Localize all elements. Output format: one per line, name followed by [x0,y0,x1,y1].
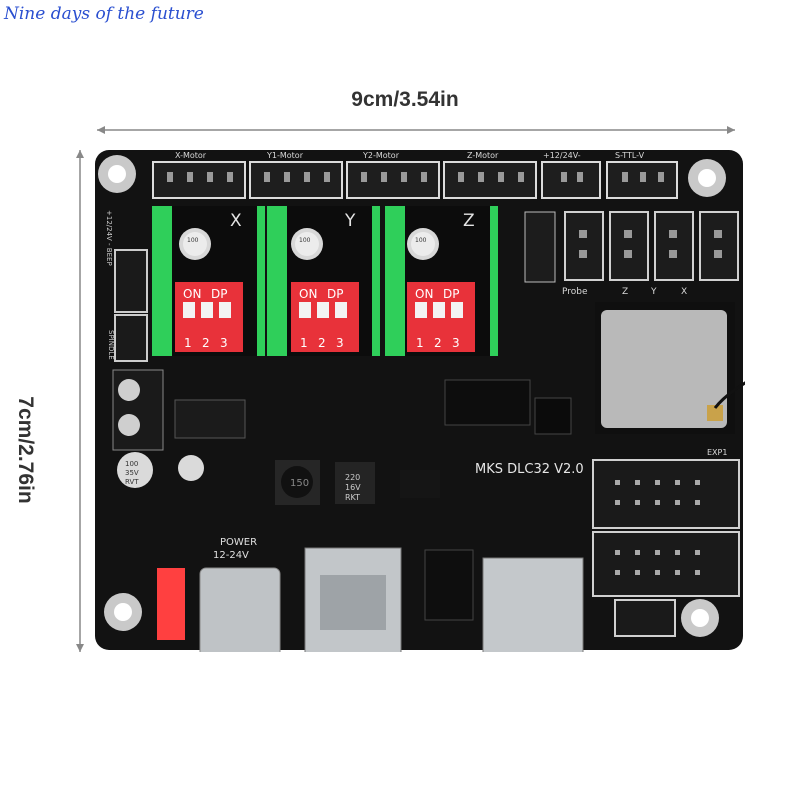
axis-label-x: X [230,211,242,231]
big-cap-text: 100 [125,460,138,468]
dip-dp-z: DP [443,287,459,301]
exp1-label: EXP1 [707,448,727,457]
dip-num-z-1: 1 [416,336,424,350]
bottom-ports [157,547,584,652]
dip-num-z-2: 2 [434,336,442,350]
power-jack [199,567,281,652]
mounting-hole-bl [104,593,142,631]
width-label: 9cm/3.54in [351,88,459,111]
small-cap-text: 220 [345,473,360,482]
esp32-module [595,302,745,434]
side-header-label: +12/24V - BEEP [105,210,113,266]
width-arrow-right [727,126,735,134]
driver-y [267,206,380,356]
spindle-label: SPINDLE [107,330,115,360]
fuse [157,568,185,640]
limit-switch-connectors [524,211,739,283]
dip-on-z: ON [415,287,433,301]
header-label-x-motor: X-Motor [175,151,207,160]
motor-connectors [152,161,678,199]
exp-headers [592,459,740,637]
side-headers [112,249,164,451]
probe-label: Probe [562,287,588,297]
antenna-cable [713,381,745,409]
dip-dp-y: DP [327,287,343,301]
axis-label-y: Y [344,211,356,231]
dip-num-y-1: 1 [300,336,308,350]
mounting-hole-tl [98,155,136,193]
driver-x [152,206,265,356]
driver-z [385,206,498,356]
header-label-power: +12/24V- [543,151,581,160]
axis-label-z: Z [463,211,475,231]
power-label-1: POWER [220,537,257,548]
dip-num-x-3: 3 [220,336,228,350]
inductor-text: 150 [290,478,309,489]
limit-label-y: Y [650,287,657,297]
big-cap-text-2: 35V [125,469,139,477]
dip-num-x-1: 1 [184,336,192,350]
dip-dp-x: DP [211,287,227,301]
mounting-hole-tr [688,159,726,197]
height-label: 7cm/2.76in [14,396,37,504]
driver-cap-text-y: 100 [299,237,311,244]
middle-components [117,379,572,505]
small-cap-text-2: 16V [345,483,361,492]
power-label-2: 12-24V [213,550,249,561]
header-label-y2-motor: Y2-Motor [362,151,400,160]
dip-on-y: ON [299,287,317,301]
sd-card-slot [482,557,584,652]
board-name-label: MKS DLC32 V2.0 [475,462,584,477]
dip-on-x: ON [183,287,201,301]
mounting-hole-br [681,599,719,637]
dip-num-y-3: 3 [336,336,344,350]
watermark-text: Nine days of the future [4,4,204,24]
height-arrow-top [76,150,84,158]
header-label-y1-motor: Y1-Motor [266,151,304,160]
height-arrow-bottom [76,644,84,652]
header-label-ttl: S-TTL-V [615,151,645,160]
small-cap-text-3: RKT [345,493,360,502]
dip-num-z-3: 3 [452,336,460,350]
header-label-z-motor: Z-Motor [467,151,499,160]
limit-label-x: X [681,287,687,297]
limit-label-z: Z [622,287,628,297]
controller-board: X-Motor Y1-Motor Y2-Motor Z-Motor +12/24… [95,150,745,652]
driver-cap-text-x: 100 [187,237,199,244]
big-cap-text-3: RVT [125,478,139,486]
width-arrow-left [97,126,105,134]
dip-num-y-2: 2 [318,336,326,350]
dip-num-x-2: 2 [202,336,210,350]
driver-cap-text-z: 100 [415,237,427,244]
